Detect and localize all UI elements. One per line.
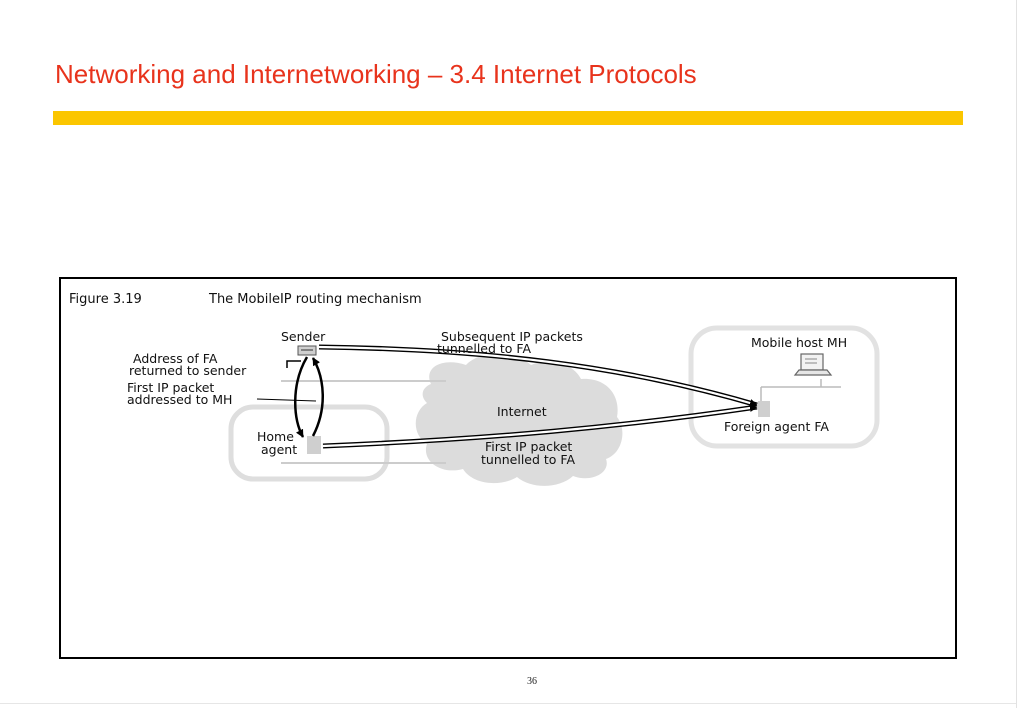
sender-label: Sender — [281, 329, 326, 344]
home-agent-node-icon — [307, 436, 321, 454]
internet-label: Internet — [497, 404, 547, 419]
subsequent-packets-label-line2: tunnelled to FA — [437, 341, 531, 356]
first-packet-label-line1: First IP packet — [127, 380, 214, 395]
first-packet-tunnelled-label-line2: tunnelled to FA — [481, 452, 575, 467]
page-number: 36 — [527, 676, 537, 687]
mobile-host-laptop-icon — [793, 353, 833, 376]
figure-frame: Figure 3.19 The MobileIP routing mechani… — [59, 277, 957, 659]
home-agent-label-line1: Home — [257, 429, 294, 444]
first-packet-tunnel-arrow — [322, 404, 758, 449]
sender-to-home-arrow — [294, 356, 309, 438]
foreign-agent-label: Foreign agent FA — [724, 419, 829, 434]
address-returned-label-line1: Address of FA — [133, 351, 218, 366]
sender-node-icon — [297, 345, 317, 356]
first-packet-label-line2: addressed to MH — [127, 392, 232, 407]
internet-cloud — [415, 353, 623, 486]
sender-return-tick — [286, 360, 301, 368]
foreign-agent-node-icon — [758, 401, 770, 417]
first-packet-leader-line — [256, 398, 317, 402]
mobileip-diagram: Figure 3.19 The MobileIP routing mechani… — [69, 292, 880, 486]
figure-number: Figure 3.19 — [69, 292, 142, 307]
page-right-edge — [1016, 0, 1017, 708]
address-returned-label-line2: returned to sender — [129, 363, 247, 378]
home-to-sender-arrow — [311, 357, 324, 437]
slide-title: Networking and Internetworking – 3.4 Int… — [55, 59, 697, 89]
first-packet-tunnelled-label-line1: First IP packet — [485, 439, 572, 454]
mobile-host-label: Mobile host MH — [751, 335, 847, 350]
footer-divider — [0, 703, 1016, 704]
subsequent-packets-tunnel-arrow — [318, 344, 758, 408]
figure-caption: The MobileIP routing mechanism — [208, 292, 422, 307]
home-agent-label-line2: agent — [261, 442, 297, 457]
title-accent-bar — [53, 111, 963, 125]
subsequent-packets-label-line1: Subsequent IP packets — [441, 329, 583, 344]
